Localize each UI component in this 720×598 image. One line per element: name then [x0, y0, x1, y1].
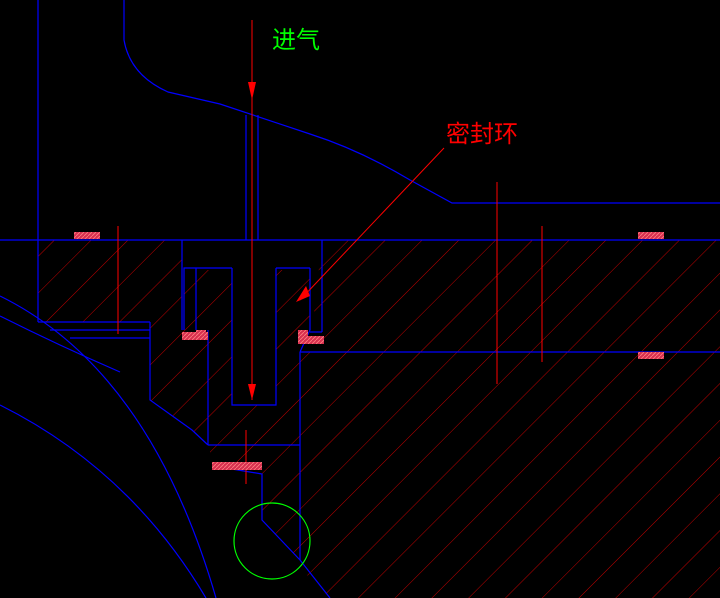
air-inlet-label: 进气 [272, 26, 320, 54]
hatched-sections [38, 240, 720, 598]
hatch-nozzle-tip [208, 445, 300, 560]
hatch-nozzle-left-wall [150, 268, 208, 445]
hatch-right-upper-block [312, 240, 720, 352]
seal-ring-top-left [74, 232, 100, 239]
seal-rings [74, 232, 664, 470]
inlet-arrow-head-top [248, 82, 256, 100]
hatch-right-lower-block [300, 352, 720, 598]
hatch-left-upper-block [38, 240, 182, 330]
seal-ring-slot-left [182, 332, 208, 340]
leader-arrow-head [296, 286, 310, 302]
seal-ring-label: 密封环 [446, 120, 518, 148]
seal-ring-lower-right [638, 352, 664, 359]
seal-ring-slot-right [298, 330, 308, 336]
inlet-arrow-head-bottom [248, 384, 256, 400]
hatch-nozzle-inner-left [196, 270, 310, 445]
seal-ring-top-right [638, 232, 664, 239]
detail-circle [233, 502, 311, 580]
arrow-heads [248, 82, 310, 400]
seal-ring-slot-left-2 [196, 330, 206, 336]
seal-ring-slot-right-2 [298, 336, 324, 344]
seal-ring-nozzle-tip [212, 462, 262, 470]
